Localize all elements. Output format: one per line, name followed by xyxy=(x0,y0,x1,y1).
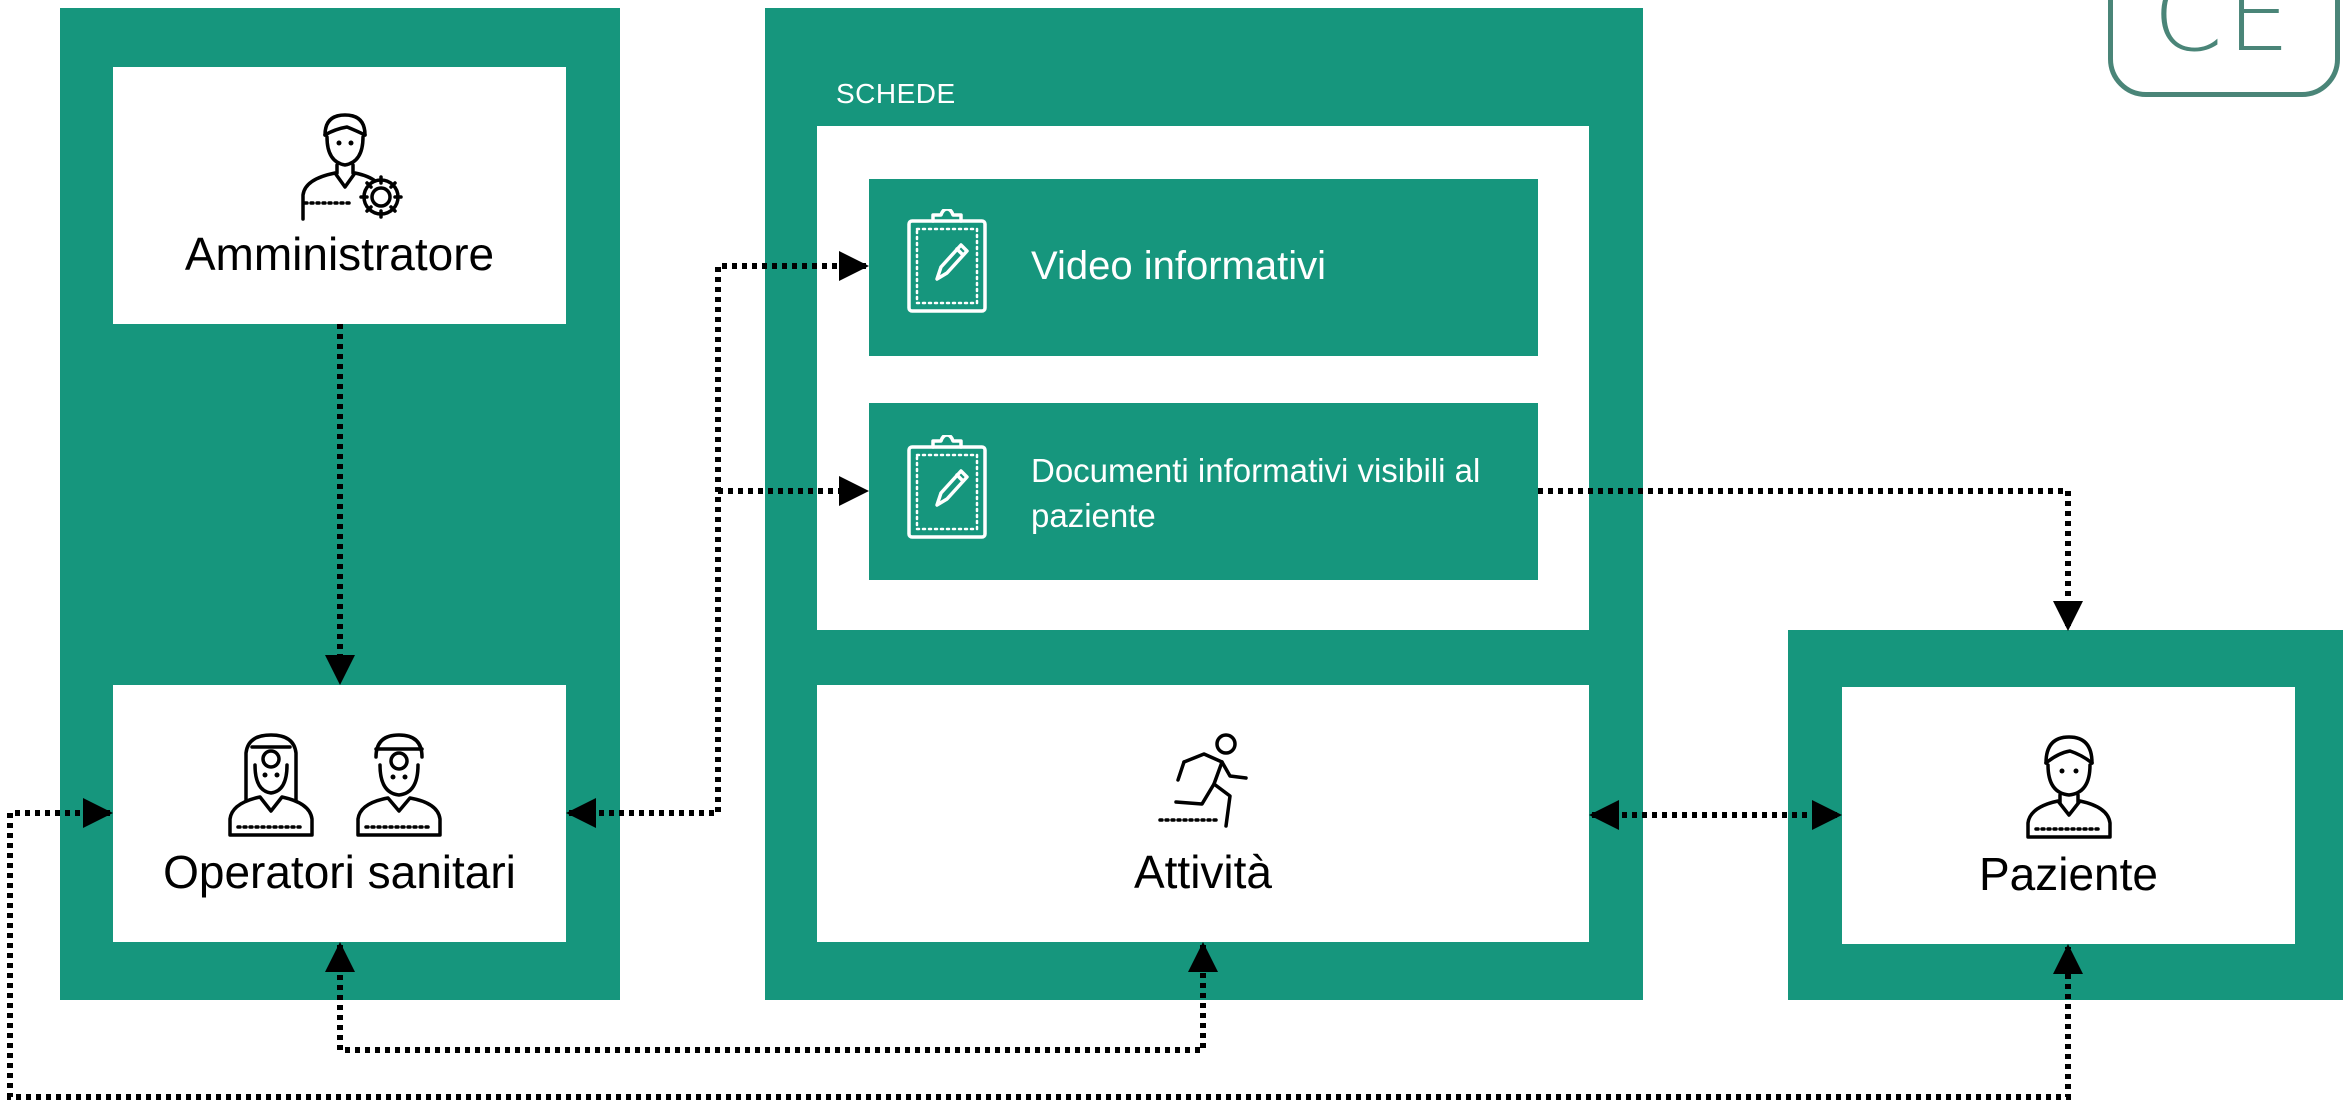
clipboard-pencil-icon xyxy=(907,209,987,313)
connector-documents-patient xyxy=(1538,488,2083,631)
admin-card[interactable]: Amministratore xyxy=(113,67,566,324)
connector-operators-patient xyxy=(7,798,2083,1100)
admin-gear-icon xyxy=(301,113,403,221)
documents-card[interactable]: Documenti informativi visibili al pazien… xyxy=(869,403,1538,580)
documents-label-line2: paziente xyxy=(1031,497,1156,534)
connector-operators-activity xyxy=(325,942,1218,1053)
documents-label-line1: Documenti informativi visibili al xyxy=(1031,452,1481,489)
admin-label: Amministratore xyxy=(184,228,495,280)
logo-text: CE xyxy=(2153,0,2295,74)
connector-operators-schede xyxy=(566,251,869,828)
video-card[interactable]: Video informativi xyxy=(869,179,1538,356)
clipboard-pencil-icon xyxy=(907,435,987,539)
schede-title: SCHEDE xyxy=(836,78,956,109)
video-label: Video informativi xyxy=(1031,244,1326,288)
brand-logo: CE xyxy=(2108,0,2340,97)
